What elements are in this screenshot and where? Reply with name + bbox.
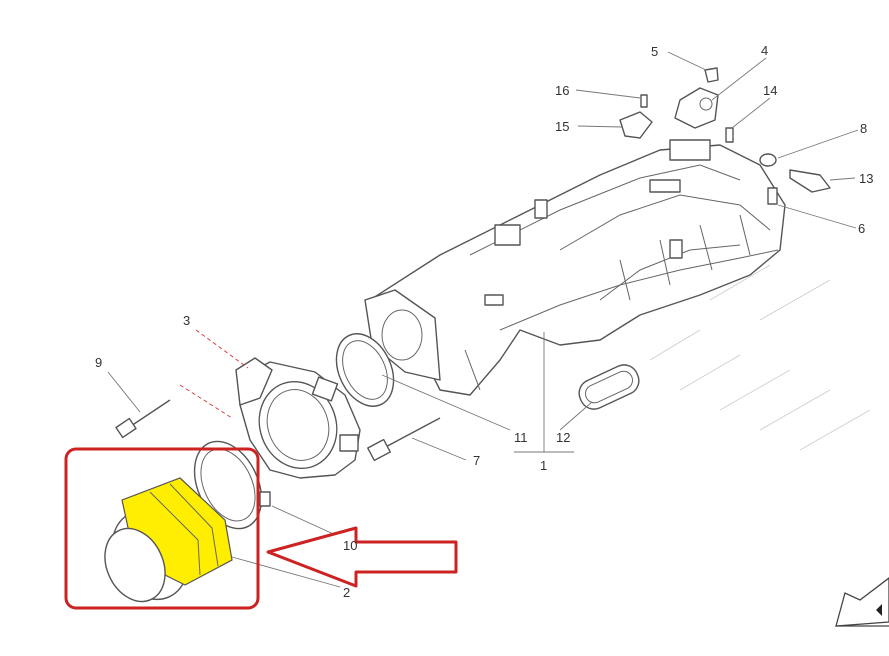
callout-9: 9 bbox=[95, 355, 102, 370]
callout-15: 15 bbox=[555, 119, 569, 134]
highlight-box bbox=[64, 447, 260, 610]
intake-hose-2-highlighted bbox=[104, 477, 233, 603]
pointer-arrow bbox=[266, 526, 458, 588]
bolt-7 bbox=[367, 417, 441, 462]
manifold-gasket-12 bbox=[578, 364, 640, 410]
bolt-9 bbox=[115, 399, 171, 439]
callout-1: 1 bbox=[540, 458, 547, 473]
sensor-4 bbox=[674, 87, 719, 129]
callout-16: 16 bbox=[555, 83, 569, 98]
orientation-arrow-icon bbox=[835, 577, 889, 627]
callout-6: 6 bbox=[858, 221, 865, 236]
clip-13 bbox=[789, 169, 831, 193]
screw-14 bbox=[725, 127, 734, 143]
callout-5: 5 bbox=[651, 44, 658, 59]
callout-8: 8 bbox=[860, 121, 867, 136]
background-hatching bbox=[649, 264, 871, 451]
throttle-body-3 bbox=[235, 357, 361, 479]
callout-labels: 5 4 16 14 15 8 13 6 3 9 11 12 7 1 10 2 bbox=[95, 43, 873, 600]
screw-6 bbox=[767, 187, 778, 205]
intake-manifold bbox=[364, 139, 786, 396]
cap-5 bbox=[704, 67, 719, 83]
callout-3: 3 bbox=[183, 313, 190, 328]
callout-4: 4 bbox=[761, 43, 768, 58]
o-ring-11 bbox=[335, 333, 395, 407]
plug-8 bbox=[759, 153, 777, 167]
callout-13: 13 bbox=[859, 171, 873, 186]
callout-7: 7 bbox=[473, 453, 480, 468]
bracket-15 bbox=[619, 111, 653, 139]
callout-12: 12 bbox=[556, 430, 570, 445]
callout-10: 10 bbox=[343, 538, 357, 553]
callout-2: 2 bbox=[343, 585, 350, 600]
screw-16 bbox=[640, 94, 648, 108]
callout-14: 14 bbox=[763, 83, 777, 98]
callout-11: 11 bbox=[514, 430, 528, 445]
leader-lines bbox=[107, 51, 859, 588]
